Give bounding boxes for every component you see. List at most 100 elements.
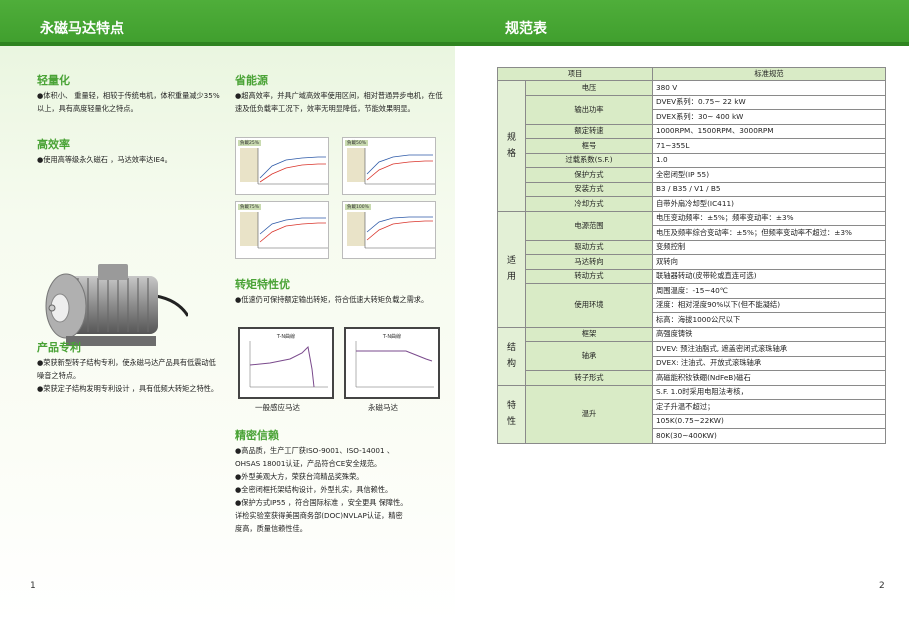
row-value: 周围温度：-15~40℃ (652, 283, 886, 299)
row-value: 自带外扇冷却型(IC411) (652, 196, 886, 212)
efficiency-chart-75: 負載75% (235, 201, 329, 259)
row-item: 安装方式 (525, 181, 653, 197)
torque-curve-graphic (249, 341, 328, 388)
induction-torque-curve: T-N曲線 (238, 327, 334, 399)
row-item: 冷却方式 (525, 196, 653, 212)
row-item: 温升 (525, 384, 653, 444)
row-item: 过载系数(S.F.) (525, 152, 653, 168)
row-value: B3 / B35 / V1 / B5 (652, 181, 886, 197)
reliability-line: OHSAS 18001认证，产品符合CE安全规范。 (235, 459, 382, 468)
efficiency-chart-50: 負載50% (342, 137, 436, 195)
table-row: 规格 电压 380 V (497, 80, 886, 212)
chart-tag: 負載50% (345, 140, 369, 146)
row-value: 105K(0.75~22KW) (652, 413, 886, 429)
patent-text-1: ●荣获新型转子结构专利，使永磁马达产品具有低震动低噪音之特点。 (37, 358, 216, 380)
top-banner: 永磁马达特点 规范表 (0, 0, 909, 46)
reliability-line: 度高，质量信赖性佳。 (235, 524, 307, 533)
table-row: DVEX系列：30~ 400 kW (498, 109, 886, 125)
table-row: 适用 电源范围 电压变动频率：±5%；频率变动率：±3% (497, 210, 886, 328)
row-value: 电压变动频率：±5%；频率变动率：±3% (652, 210, 886, 226)
row-value: 80K(30~400KW) (652, 428, 886, 444)
table-row: 轴承 DVEV: 预注油脂式, 遮盖密闭式滚珠轴承 (498, 341, 886, 371)
chart-tag: 負載100% (345, 204, 371, 210)
banner-divider (0, 42, 909, 46)
efficiency-curve-graphic (240, 148, 328, 185)
table-row: 转动方式 联轴器转动(皮带轮或直连可选) (498, 268, 886, 284)
row-value: 变频控制 (652, 239, 886, 255)
curve-title: T-N曲線 (382, 334, 402, 340)
row-value: 淫度：相对淫度90%以下(但不能凝结) (652, 297, 886, 313)
row-item: 轴承 (525, 341, 653, 371)
row-value: 电压及频率综合变动率：±5%；但频率变动率不超过：±3% (652, 225, 886, 241)
curve-title: T-N曲線 (276, 334, 296, 340)
efficiency-curve-graphic (347, 212, 435, 249)
reliability-heading: 精密信赖 (235, 429, 279, 442)
row-item: 电压 (525, 80, 653, 96)
chart-tag: 負載25% (238, 140, 262, 146)
lightweight-text: ●体积小、 重量轻，相较于传统电机，体积重量减少35%以上，具有高度轻量化之特点… (37, 91, 220, 113)
table-row: 马达转向 双转向 (498, 254, 886, 270)
row-item: 框架 (525, 326, 653, 342)
lightweight-heading: 轻量化 (37, 74, 70, 87)
spec-table: 项目 标准规范 规格 电压 380 V 输出功率 DVEV系列：0.75~ 22… (497, 67, 886, 444)
reliability-text: ●高品质，生产工厂获ISO-9001、ISO-14001 、 OHSAS 180… (235, 444, 450, 535)
row-value: 定子升温不超过； (652, 399, 886, 415)
table-row: 过载系数(S.F.) 1.0 (498, 152, 886, 168)
torque-caption-pm: 永磁马达 (368, 403, 398, 412)
row-item: 框号 (525, 138, 653, 154)
header-standard: 标准规范 (652, 67, 886, 81)
row-value: 71~355L (652, 138, 886, 154)
reliability-line: ●全密闭框托架结构设计，外型扎实，具信赖性。 (235, 485, 393, 494)
category-trait: 特性 (497, 384, 526, 444)
table-row: 淫度：相对淫度90%以下(但不能凝结) (498, 297, 886, 313)
table-row: DVEX: 注油式、开放式滚珠轴承 (498, 355, 886, 371)
table-row: 框号 71~355L (498, 138, 886, 154)
row-item: 电源范围 (525, 210, 653, 241)
row-item: 马达转向 (525, 254, 653, 270)
row-value: DVEV系列：0.75~ 22 kW (652, 94, 886, 110)
row-value: DVEX系列：30~ 400 kW (652, 109, 886, 125)
row-value: S.F. 1.0时采用电阻法考核， (652, 384, 886, 400)
table-row: 输出功率 DVEV系列：0.75~ 22 kW (498, 94, 886, 125)
row-item: 额定转速 (525, 123, 653, 139)
torque-curve-graphic (355, 341, 434, 388)
right-page-title: 规范表 (505, 21, 547, 37)
efficiency-curve-graphic (347, 148, 435, 185)
table-row: 安装方式 B3 / B35 / V1 / B5 (498, 181, 886, 197)
row-value: 双转向 (652, 254, 886, 270)
left-page-title: 永磁马达特点 (40, 21, 124, 37)
efficiency-chart-100: 負載100% (342, 201, 436, 259)
page-number-right: 2 (879, 581, 885, 591)
table-row: 驱动方式 变频控制 (498, 239, 886, 255)
efficiency-curve-graphic (240, 212, 328, 249)
table-row: 额定转速 1000RPM、1500RPM、3000RPM (498, 123, 886, 139)
row-value: 高磁能积钕铁硼(NdFeB)磁石 (652, 370, 886, 386)
category-spec: 规格 (497, 80, 526, 212)
row-item: 转子形式 (525, 370, 653, 386)
chart-tag: 負載75% (238, 204, 262, 210)
efficiency-chart-25: 負載25% (235, 137, 329, 195)
row-item: 使用环境 (525, 283, 653, 328)
row-value: 高强度铸铁 (652, 326, 886, 342)
reliability-line: 详检实验室获得美国商务部(DOC)NVLAP认证，精密 (235, 511, 403, 520)
category-struct: 结构 (497, 326, 526, 386)
row-value: 全密闭型(IP 55) (652, 167, 886, 183)
row-item: 驱动方式 (525, 239, 653, 255)
torque-caption-induction: 一般感应马达 (255, 403, 300, 412)
reliability-line: ●保护方式IP55 ，符合国际标准 ，安全更具 保障性。 (235, 498, 408, 507)
table-row: 使用环境 周围温度：-15~40℃ (498, 283, 886, 328)
energy-text: ●超高效率，并具广域高效率使用区间，相对普通异步电机，在低速及低负载率工况下，效… (235, 91, 443, 113)
energy-heading: 省能源 (235, 74, 268, 87)
row-value: 380 V (652, 80, 886, 96)
table-row: 电压及频率综合变动率：±5%；但频率变动率不超过：±3% (498, 225, 886, 241)
table-row: 转子形式 高磁能积钕铁硼(NdFeB)磁石 (498, 370, 886, 386)
row-item: 保护方式 (525, 167, 653, 183)
row-value: DVEV: 预注油脂式, 遮盖密闭式滚珠轴承 (652, 341, 886, 357)
table-header-row: 项目 标准规范 (497, 67, 886, 81)
reliability-line: ●高品质，生产工厂获ISO-9001、ISO-14001 、 (235, 446, 395, 455)
row-value: 联轴器转动(皮带轮或直连可选) (652, 268, 886, 284)
pm-torque-curve: T-N曲線 (344, 327, 440, 399)
page-number-left: 1 (30, 581, 36, 591)
patent-text-2: ●荣获定子结构发明专利设计 ，具有低频大转矩之特性。 (37, 384, 219, 393)
left-page: 轻量化 ●体积小、 重量轻，相较于传统电机，体积重量减少35%以上，具有高度轻量… (0, 46, 455, 622)
